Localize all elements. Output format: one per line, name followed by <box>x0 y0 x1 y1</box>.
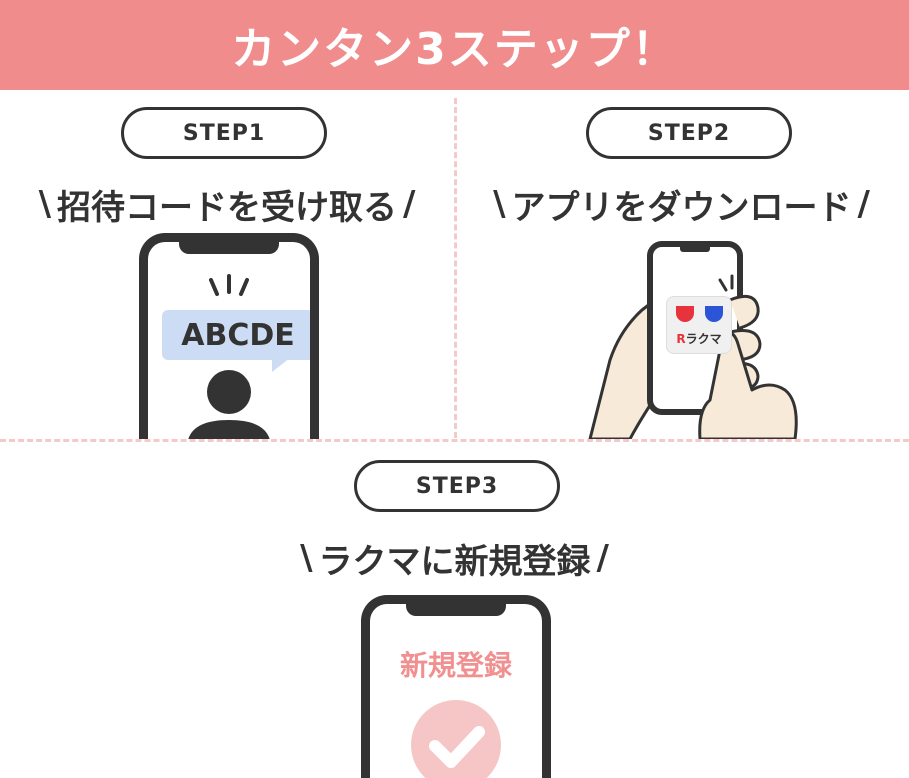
phone-notch <box>179 242 279 254</box>
app-label: Rラクマ <box>667 330 731 347</box>
rakuma-app-icon[interactable]: Rラクマ <box>666 296 732 354</box>
app-pocket-red <box>676 306 694 322</box>
step3-badge-label: STEP3 <box>415 473 499 499</box>
slash-left: \ <box>38 184 51 224</box>
header-title: カンタン3ステップ！ <box>231 24 678 75</box>
step3-phone: 新規登録 <box>361 595 551 778</box>
invite-code-text: ABCDE <box>181 317 295 353</box>
check-icon <box>411 700 501 778</box>
step3-title: \ ラクマに新規登録 / <box>0 534 909 582</box>
slash-right: / <box>403 184 416 224</box>
step1-title: \ 招待コードを受け取る / <box>0 180 454 228</box>
step1-badge-label: STEP1 <box>182 120 266 146</box>
step1-badge: STEP1 <box>121 107 327 159</box>
slash-left: \ <box>300 538 313 578</box>
bubble-tail <box>272 358 290 372</box>
step2-illustration: Rラクマ <box>580 240 820 439</box>
header-banner: カンタン3ステップ！ <box>0 0 909 90</box>
app-letter: R <box>676 332 686 346</box>
person-icon <box>188 370 270 439</box>
vertical-divider <box>454 98 457 438</box>
slash-right: / <box>857 184 870 224</box>
phone-notch <box>406 604 506 616</box>
register-label: 新規登録 <box>399 649 512 682</box>
horizontal-divider <box>0 439 909 442</box>
invite-code-bubble: ABCDE <box>162 310 310 360</box>
step1-title-text: 招待コードを受け取る <box>57 187 397 228</box>
slash-right: / <box>596 538 609 578</box>
step3-badge: STEP3 <box>354 460 560 512</box>
step3-title-text: ラクマに新規登録 <box>318 541 591 582</box>
step2-badge-label: STEP2 <box>647 120 731 146</box>
app-pocket-blue <box>705 306 723 322</box>
step2-title: \ アプリをダウンロード / <box>454 180 909 228</box>
step2-title-text: アプリをダウンロード <box>511 187 852 228</box>
step2-badge: STEP2 <box>586 107 792 159</box>
step1-phone: ABCDE <box>139 233 319 439</box>
sparkle-icon <box>209 274 249 296</box>
slash-left: \ <box>493 184 506 224</box>
app-label-text: ラクマ <box>685 332 722 346</box>
